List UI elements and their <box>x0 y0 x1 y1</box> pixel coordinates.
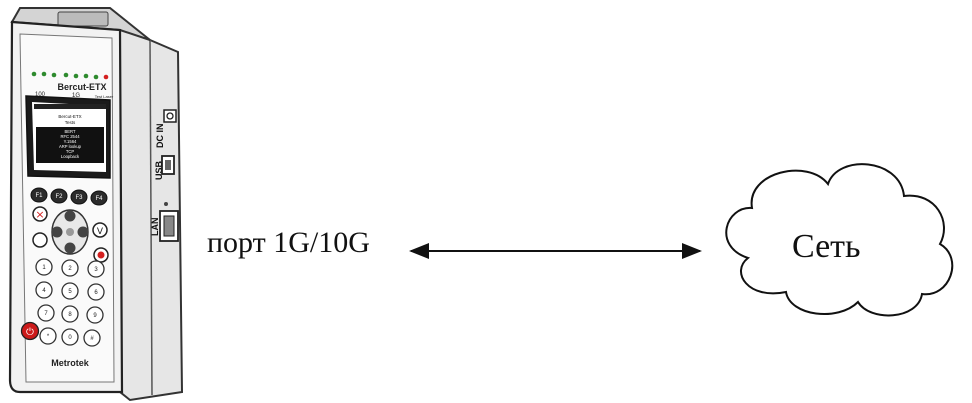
led-group-100: 100 <box>35 92 46 98</box>
keypad-key: 4 <box>42 288 46 294</box>
keypad-key: 5 <box>68 289 72 295</box>
led-group-1g: 1G <box>72 93 80 99</box>
power-icon: ⏻ <box>26 327 34 338</box>
cancel-key <box>32 206 48 222</box>
port-label: порт 1G/10G <box>207 226 370 259</box>
arrow-right-key <box>77 226 89 238</box>
keypad-key: 0 <box>68 335 72 341</box>
function-key-label: F1 <box>35 193 43 199</box>
model-label: Bercut-ETX <box>57 82 106 92</box>
test-laser-label: Test Laser <box>95 94 114 99</box>
screen-line: RFC 2544 <box>60 134 80 139</box>
keypad-key: 3 <box>94 267 98 273</box>
arrow-left-key <box>51 226 63 238</box>
screen-line: ARP lookup <box>59 144 82 149</box>
function-key-label: F2 <box>55 194 63 200</box>
function-key-label: F3 <box>75 195 83 201</box>
keypad-key: 9 <box>93 313 97 319</box>
keypad-key: * <box>47 334 50 340</box>
keypad-key: 6 <box>94 290 98 296</box>
function-key-f2 <box>50 188 68 204</box>
keypad-key: 1 <box>42 265 46 271</box>
power-button <box>20 321 40 341</box>
port-label-dc-in: DC IN <box>155 124 165 149</box>
screen-line: Tests <box>65 120 76 125</box>
keypad-key: 7 <box>44 311 48 317</box>
screen-line: TCP <box>66 149 75 154</box>
close-icon: × <box>35 208 44 221</box>
home-key <box>32 232 48 248</box>
record-icon <box>97 251 105 259</box>
function-key-f1 <box>30 187 48 203</box>
keypad-key: 2 <box>68 266 72 272</box>
function-key-f3 <box>70 189 88 205</box>
screen-line: Loopback <box>61 154 80 159</box>
numeric-keypad: 1 2 3 4 5 6 7 8 9 * 0 # <box>35 258 105 347</box>
port-label-usb: USB <box>154 160 164 180</box>
port-label-lan: LAN <box>150 218 160 237</box>
arrow-down-key <box>64 242 76 254</box>
keypad-key: 8 <box>68 312 72 318</box>
ok-key <box>92 222 108 238</box>
network-label: Сеть <box>792 228 861 265</box>
function-key-f4 <box>90 190 108 206</box>
network-cloud <box>725 163 954 317</box>
check-icon: V <box>97 227 104 237</box>
screen-line: Y.1564 <box>64 139 77 144</box>
screen-line: Bercut-ETX <box>58 114 81 119</box>
tester-device: Bercut-ETX 100 1G Test Laser Bercut-ETX … <box>8 7 184 402</box>
side-ports: DC IN USB LAN <box>150 109 179 242</box>
device-screen: Bercut-ETX Tests BERT RFC 2544 Y.1564 AR… <box>25 95 111 179</box>
arrow-up-key <box>64 210 76 222</box>
keypad-key: # <box>90 336 94 342</box>
screen-line: BERT <box>64 129 76 134</box>
status-leds <box>31 71 109 80</box>
navigation-cluster: × V <box>32 206 109 263</box>
brand-label: Metrotek <box>51 358 90 368</box>
function-key-label: F4 <box>95 196 103 202</box>
